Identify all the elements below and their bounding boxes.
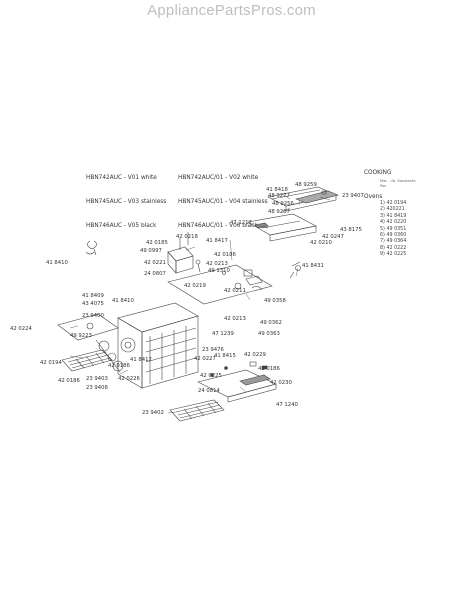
legend-item: 6) 49 0360 — [380, 233, 407, 239]
part-number-label: 23 9407 — [342, 193, 364, 199]
mounting-plate — [167, 264, 273, 305]
part-number-label: 23 9403 — [86, 376, 108, 382]
part-number-label: 24 0807 — [144, 271, 166, 277]
part-number-label: 47 1217 — [230, 220, 252, 226]
part-number-label: 42 0186 — [214, 252, 236, 258]
heating-wire — [85, 240, 97, 256]
part-number-label: 42 0221 — [144, 260, 166, 266]
legend-item: 7) 49 0364 — [380, 239, 407, 245]
part-number-label: 41 8410 — [46, 260, 68, 266]
category-block: COOKING Ovens — [364, 153, 392, 209]
legend-title-pos: Pos — [380, 183, 387, 188]
part-number-label: 42 0186 — [108, 363, 130, 369]
legend-item: 2) 420221 — [380, 207, 405, 213]
part-number-label: 48 9277 — [268, 193, 290, 199]
bottom-tray — [197, 369, 277, 403]
part-number-label: 41 8431 — [302, 263, 324, 269]
model-line: HBN746AUC/01 - V06 black — [178, 223, 258, 229]
back-panel — [57, 313, 119, 341]
part-number-label: 42 0218 — [176, 234, 198, 240]
part-number-label: 23 9408 — [86, 385, 108, 391]
part-number-label: 42 0213 — [224, 316, 246, 322]
model-line: HBN745AUC/01 - V04 stainless — [178, 199, 268, 205]
part-number-label: 42 0210 — [310, 240, 332, 246]
part-number-label: 49 0363 — [258, 331, 280, 337]
models-right: HBN742AUC/01 - V02 white HBN745AUC/01 - … — [178, 158, 268, 238]
part-number-label: 23 9402 — [142, 410, 164, 416]
top-panel — [247, 213, 317, 242]
part-number-label: 41 8412 — [130, 357, 152, 363]
part-number-label: 49 0997 — [140, 248, 162, 254]
part-number-label: 42 0247 — [322, 234, 344, 240]
model-line: HBN742AUC - V01 white — [86, 175, 157, 181]
control-block — [167, 232, 201, 274]
models-left: HBN742AUC - V01 white HBN745AUC - V03 st… — [86, 158, 166, 238]
lower-rack — [169, 399, 225, 422]
part-number-label: 47 1239 — [212, 331, 234, 337]
part-number-label: 42 0186 — [258, 366, 280, 372]
part-number-label: 41 8415 — [214, 353, 236, 359]
part-number-label: 43 8175 — [340, 227, 362, 233]
part-number-label: 24 0814 — [198, 388, 220, 394]
category-title: COOKING — [364, 170, 392, 176]
legend-item: 4) 42 0220 — [380, 220, 407, 226]
part-number-label: 47 1240 — [276, 402, 298, 408]
model-line: HBN746AUC - V05 black — [86, 223, 157, 229]
oven-rack — [61, 349, 113, 372]
leader-lines — [69, 193, 331, 414]
part-number-label: 42 0230 — [270, 380, 292, 386]
part-number-label: 42 0213 — [206, 261, 228, 267]
part-number-label: 48 9259 — [295, 182, 317, 188]
part-number-label: 42 0224 — [10, 326, 32, 332]
part-number-label: 42 0186 — [58, 378, 80, 384]
part-number-label: 42 0225 — [200, 373, 222, 379]
part-number-label: 42 0219 — [184, 283, 206, 289]
constant-parts-legend: Mat. - Nr. Konstante Pos 1) 42 0194 2) 4… — [380, 179, 416, 259]
part-number-label: 49 0362 — [260, 320, 282, 326]
legend-title: Mat. - Nr. Konstante — [380, 179, 416, 183]
model-line: HBN742AUC/01 - V02 white — [178, 175, 259, 181]
part-number-label: 48 9256 — [272, 201, 294, 207]
part-number-label: 41 8417 — [206, 238, 228, 244]
legend-item: 8) 42 0222 — [380, 245, 407, 251]
site-watermark: AppliancePartsPros.com — [147, 2, 316, 19]
part-number-label: 48 9267 — [268, 209, 290, 215]
part-number-label: 49 9223 — [70, 333, 92, 339]
category-subtitle: Ovens — [364, 194, 383, 200]
part-number-label: 42 0185 — [146, 240, 168, 246]
model-line: HBN745AUC - V03 stainless — [86, 199, 167, 205]
part-number-label: 43 4075 — [82, 301, 104, 307]
part-number-label: 49 1310 — [208, 268, 230, 274]
legend-item: 3) 41 8419 — [380, 213, 407, 219]
part-number-label: 41 8418 — [266, 187, 288, 193]
legend-item: 5) 49 0351 — [380, 226, 407, 232]
part-number-label: 23 9476 — [202, 347, 224, 353]
oven-cavity — [117, 302, 199, 389]
thermostat-group — [289, 261, 301, 279]
legend-item: 9) 42 0225 — [380, 252, 407, 258]
top-rail-assembly — [267, 186, 339, 212]
part-number-label: 42 0226 — [118, 376, 140, 382]
part-number-label: 42 0227 — [194, 356, 216, 362]
part-number-label: 41 8410 — [112, 298, 134, 304]
part-number-label: 42 0211 — [224, 288, 246, 294]
part-number-label: 42 0194 — [40, 360, 62, 366]
legend-item: 1) 42 0194 — [380, 201, 407, 206]
part-number-label: 23 9400 — [82, 313, 104, 319]
part-number-label: 42 0229 — [244, 352, 266, 358]
part-number-label: 41 8409 — [82, 293, 104, 299]
small-clips — [210, 361, 268, 377]
part-number-label: 49 0358 — [264, 298, 286, 304]
